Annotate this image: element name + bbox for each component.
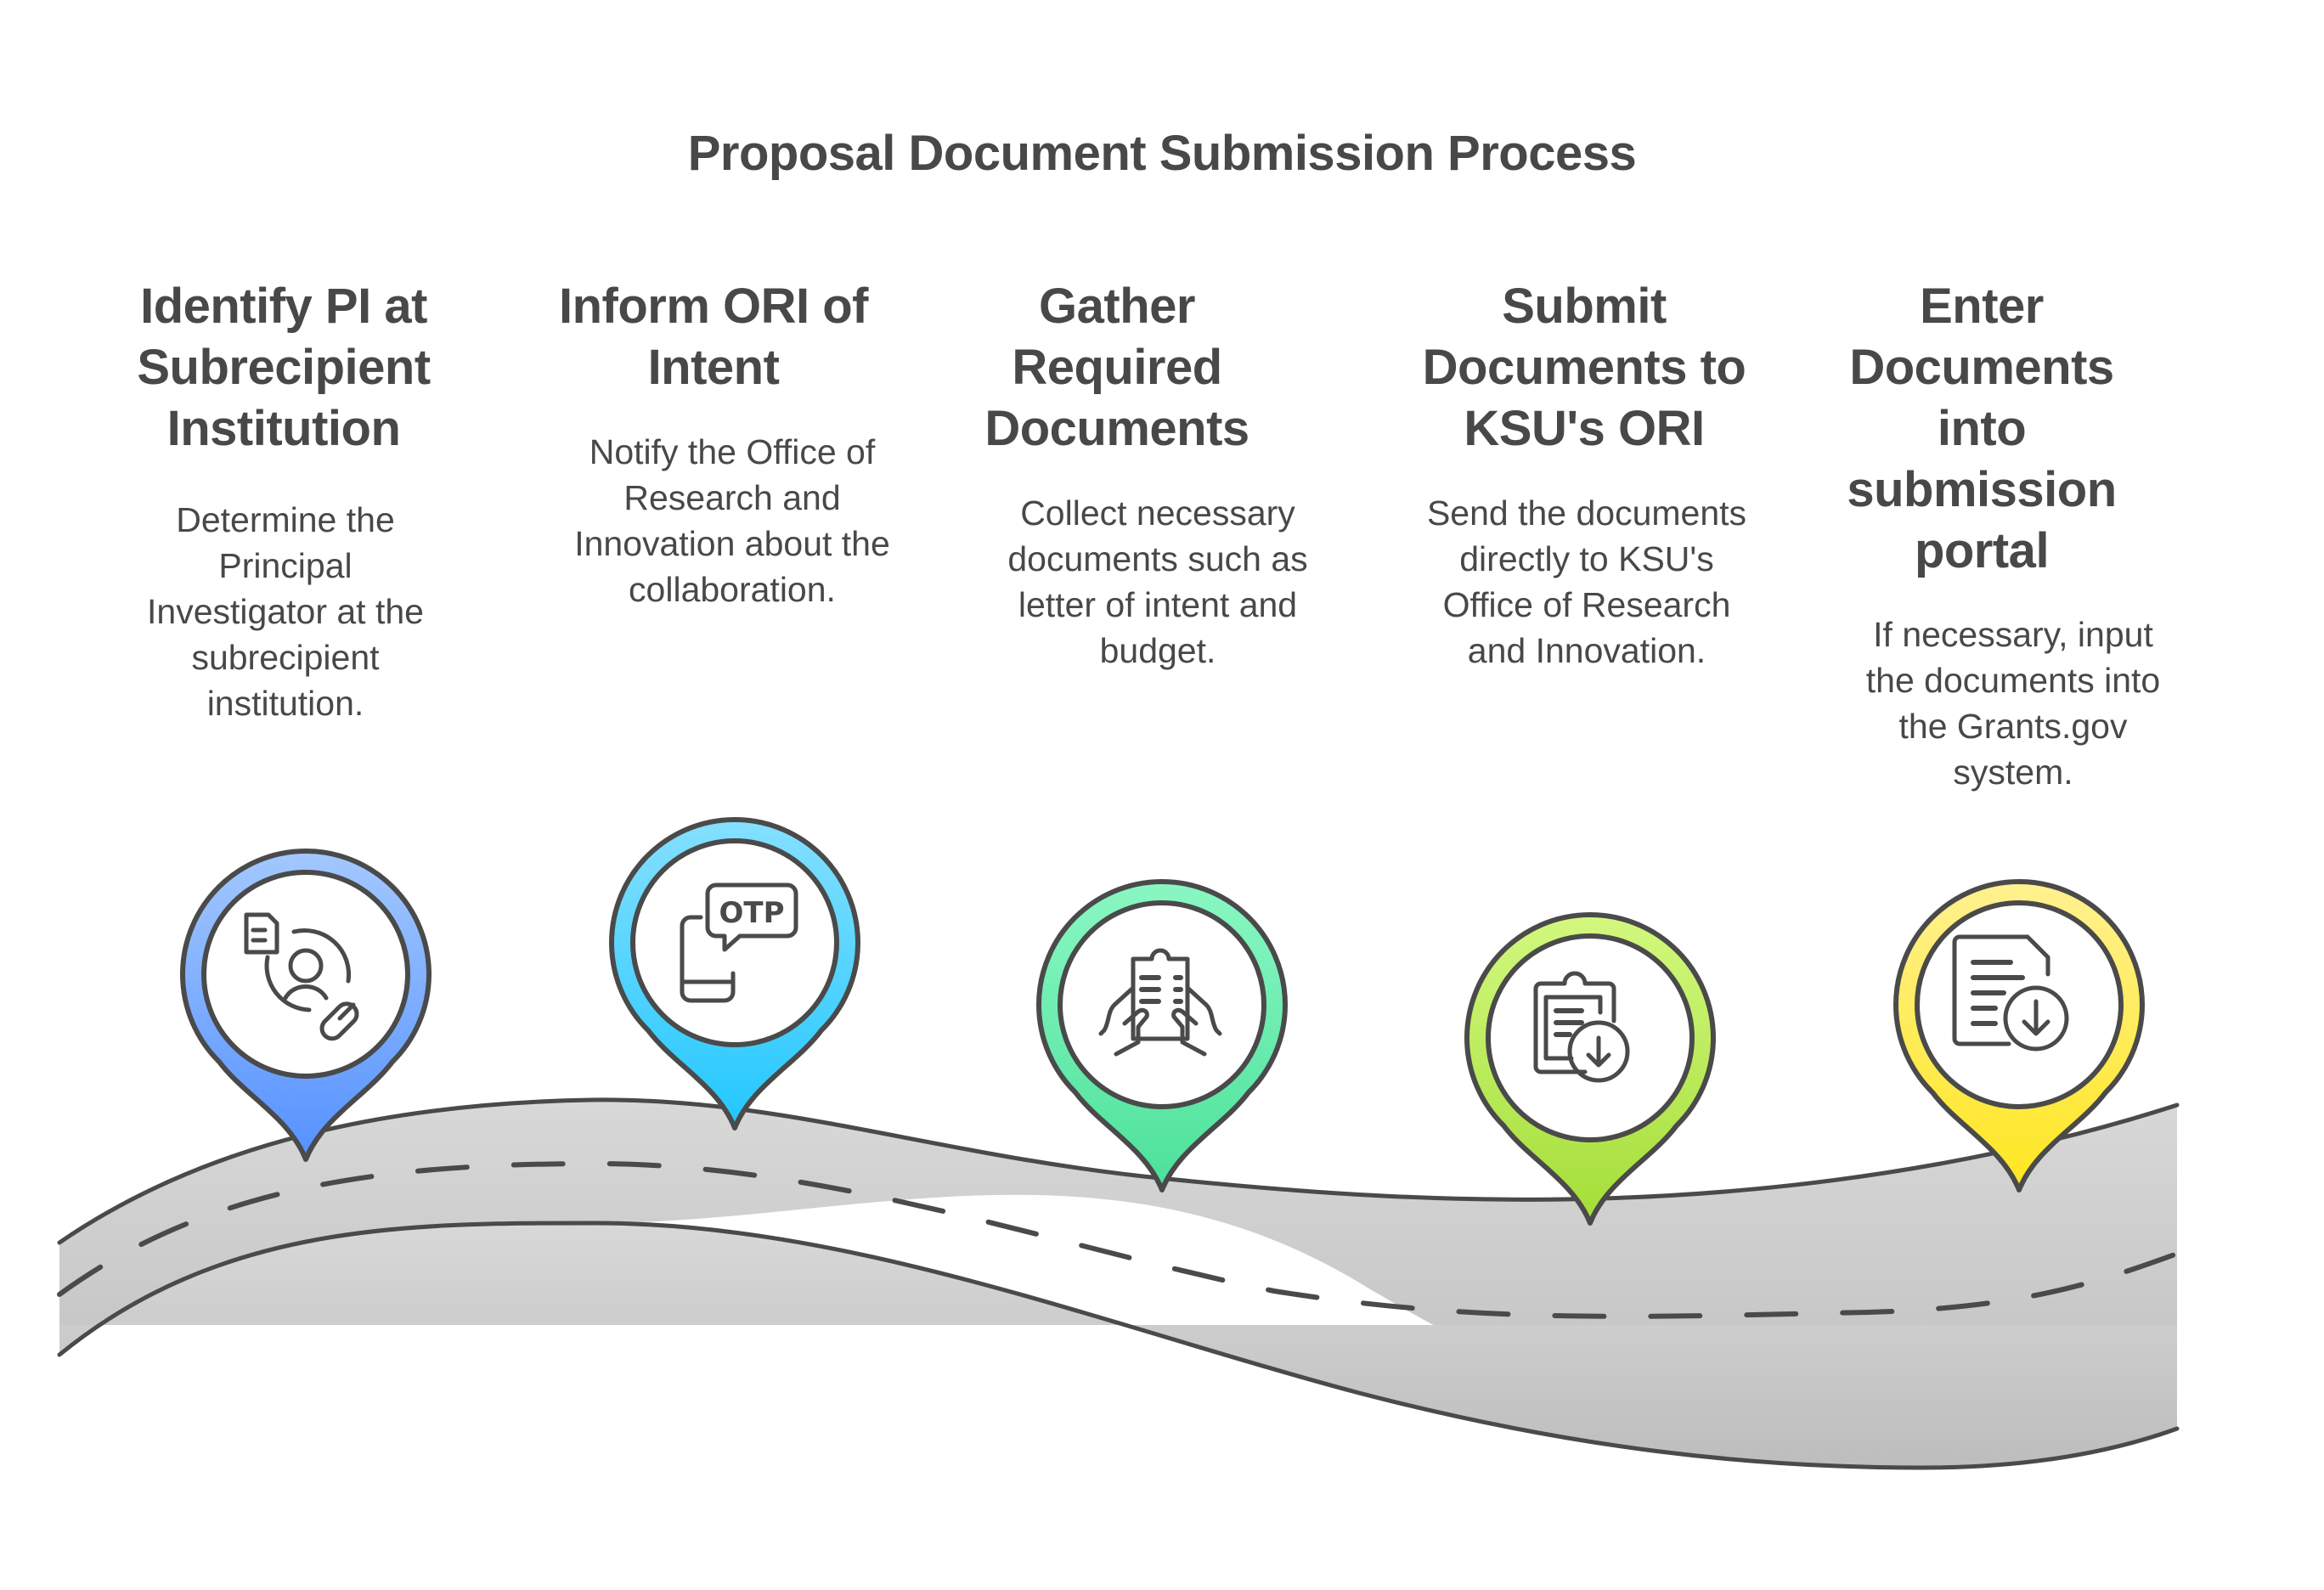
step-5-heading: Enter Documents into submission portal xyxy=(1795,276,2169,582)
step-1-heading-line: Institution xyxy=(166,401,401,456)
step-3-description: Collect necessary documents such as lett… xyxy=(971,490,1345,674)
phone-otp-icon: OTP xyxy=(680,882,798,1003)
diagram-title: Proposal Document Submission Process xyxy=(687,126,1637,181)
step-3-heading-line: Required xyxy=(1012,340,1222,395)
step-2-description: Notify the Office of Research and Innova… xyxy=(545,429,919,612)
step-2-description-line: collaboration. xyxy=(629,570,836,609)
step-5-heading-line: into xyxy=(1937,401,2027,456)
road-center-dashes xyxy=(57,1161,2180,1319)
step-5-heading-line: Documents xyxy=(1849,340,2114,395)
step-1-heading-line: Identify PI at xyxy=(140,279,427,334)
step-5-pin xyxy=(1893,879,2145,1192)
step-2-heading-line: Inform ORI of xyxy=(558,279,869,334)
step-2-description-line: Innovation about the xyxy=(574,524,890,563)
step-4-pin xyxy=(1464,912,1716,1226)
step-5-description-line: system. xyxy=(1953,753,2073,792)
road-top-edge xyxy=(57,1097,2180,1245)
step-2-heading-line: Intent xyxy=(647,340,780,395)
pins-layer: OTP xyxy=(180,817,2145,1226)
step-3-pin xyxy=(1036,879,1288,1192)
step-1-description-line: Determine the xyxy=(176,500,395,539)
step-5-description: If necessary, input the documents into t… xyxy=(1826,612,2200,795)
step-2-description-line: Research and xyxy=(623,478,841,517)
step-1-description-line: institution. xyxy=(206,684,364,723)
step-3-description-line: budget. xyxy=(1099,631,1216,670)
road-bottom-edge xyxy=(57,1221,2180,1470)
step-4-heading: Submit Documents to KSU's ORI xyxy=(1397,276,1771,460)
pin-icon-badge xyxy=(1486,933,1695,1142)
pin-icon-badge xyxy=(1915,900,2124,1109)
step-5-heading-line: portal xyxy=(1914,523,2050,578)
step-5-heading-line: submission xyxy=(1847,462,2117,517)
pin-icon-badge xyxy=(201,870,410,1079)
step-3-description-line: letter of intent and xyxy=(1018,585,1298,624)
step-5-description-line: the Grants.gov xyxy=(1898,707,2128,746)
clipboard-download-icon xyxy=(1533,971,1630,1083)
step-4-heading-line: Documents to xyxy=(1422,340,1746,395)
otp-label: OTP xyxy=(719,896,784,930)
document-download-icon xyxy=(1952,934,2069,1052)
step-4-heading-line: KSU's ORI xyxy=(1464,401,1705,456)
step-4-heading-line: Submit xyxy=(1502,279,1667,334)
step-2-heading: Inform ORI of Intent xyxy=(527,276,900,398)
step-4-description-line: directly to KSU's xyxy=(1459,539,1714,578)
step-3-heading-line: Documents xyxy=(984,401,1249,456)
step-1-description-line: Investigator at the xyxy=(147,592,424,631)
step-1-heading-line: Subrecipient xyxy=(137,340,431,395)
step-1-pin xyxy=(180,849,432,1162)
step-4-description-line: Office of Research xyxy=(1442,585,1731,624)
step-3-heading: Gather Required Documents xyxy=(930,276,1304,460)
step-1-heading: Identify PI at Subrecipient Institution xyxy=(97,276,471,460)
step-5-heading-line: Enter xyxy=(1920,279,2044,334)
step-1-description-line: subrecipient xyxy=(191,638,380,677)
hands-holding-clipboard-icon xyxy=(1098,948,1222,1057)
step-3-description-line: documents such as xyxy=(1007,539,1308,578)
step-5-description-line: the documents into xyxy=(1865,661,2161,700)
step-2-pin: OTP xyxy=(609,817,860,1130)
step-4-description: Send the documents directly to KSU's Off… xyxy=(1400,490,1774,674)
pin-icon-badge xyxy=(1058,900,1266,1109)
step-3-description-line: Collect necessary xyxy=(1020,493,1295,533)
step-1-description: Determine the Principal Investigator at … xyxy=(99,497,472,726)
step-4-description-line: Send the documents xyxy=(1426,493,1747,533)
step-1-description-line: Principal xyxy=(218,546,353,585)
step-3-heading-line: Gather xyxy=(1039,279,1195,334)
road-surface-fill-fix xyxy=(59,1223,2177,1468)
step-2-description-line: Notify the Office of xyxy=(589,432,876,471)
step-5-description-line: If necessary, input xyxy=(1873,615,2153,654)
step-4-description-line: and Innovation. xyxy=(1467,631,1706,670)
person-search-document-icon xyxy=(244,912,359,1041)
